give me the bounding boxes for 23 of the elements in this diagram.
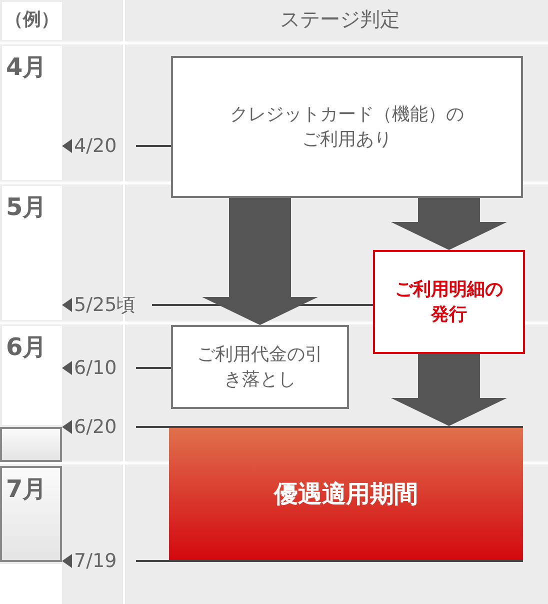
leader-line bbox=[136, 560, 169, 562]
date-label: 6/10 bbox=[62, 356, 134, 380]
block-arrow bbox=[391, 198, 507, 250]
leader-line bbox=[136, 426, 169, 428]
month-cell: 5月 bbox=[2, 186, 62, 320]
date-label: 7/19 bbox=[62, 549, 134, 573]
month-cell: 4月 bbox=[2, 46, 62, 180]
header-cell: （例） bbox=[2, 2, 62, 40]
block-arrow bbox=[202, 198, 318, 325]
block-arrow bbox=[391, 354, 507, 426]
empty-cell bbox=[0, 427, 62, 462]
leader-line bbox=[136, 367, 171, 369]
month-cell: 7月 bbox=[0, 466, 62, 562]
process-box: クレジットカード（機能）のご利用あり bbox=[171, 56, 523, 198]
process-box: ご利用明細の発行 bbox=[373, 250, 525, 354]
leader-line bbox=[136, 145, 171, 147]
month-cell: 6月 bbox=[2, 326, 62, 425]
period-band: 優遇適用期間 bbox=[169, 426, 523, 562]
date-label: 6/20 bbox=[62, 415, 134, 439]
date-label: 4/20 bbox=[62, 134, 134, 158]
date-label: 5/25頃 bbox=[62, 293, 150, 317]
process-box: ご利用代金の引き落とし bbox=[171, 325, 349, 409]
column-heading: ステージ判定 bbox=[279, 6, 401, 33]
